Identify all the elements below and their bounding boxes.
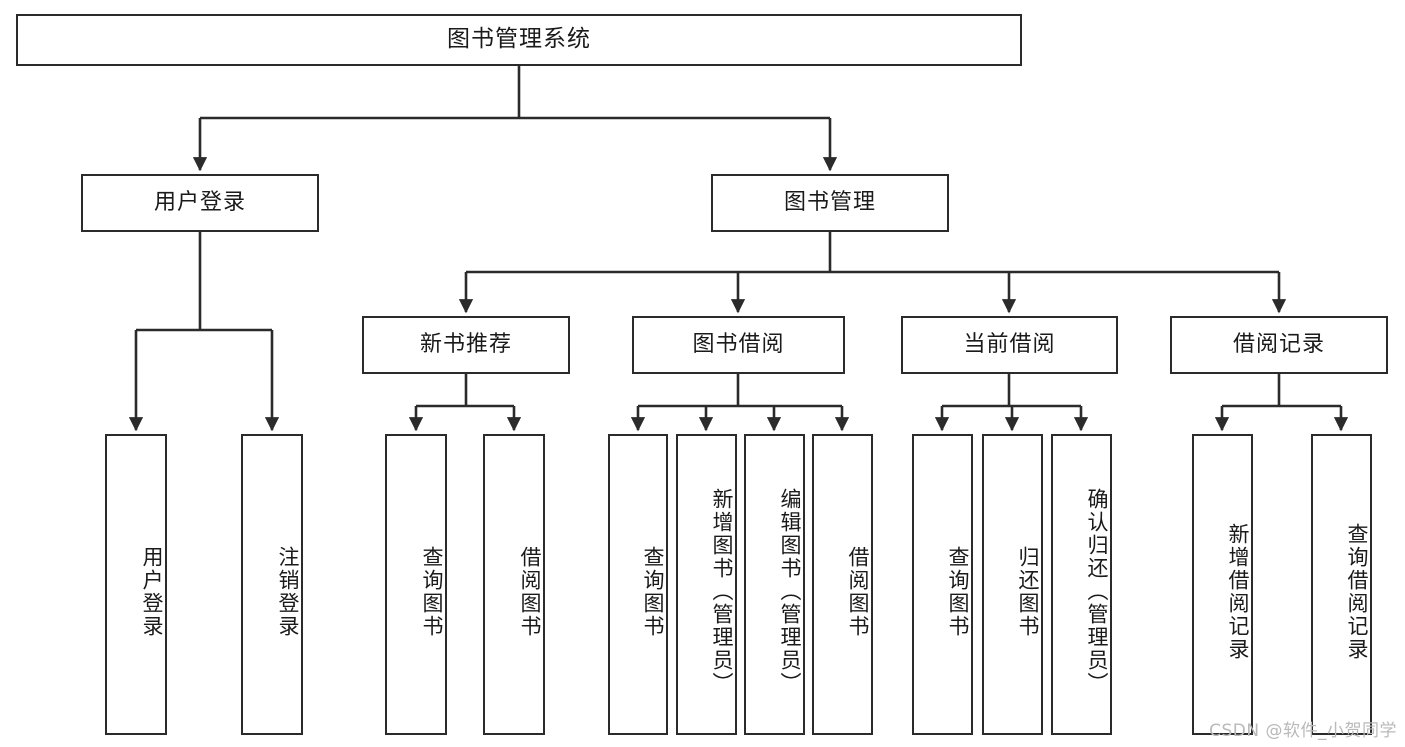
node-leaf-query-book-rec[interactable]: 查询图书 <box>385 434 447 735</box>
node-leaf-query-book-bor[interactable]: 查询图书 <box>608 434 668 735</box>
node-leaf-query-book-cur[interactable]: 查询图书 <box>912 434 973 735</box>
node-leaf-query-book-rec-label: 查询图书 <box>420 545 444 638</box>
node-current-borrow[interactable]: 当前借阅 <box>901 316 1118 374</box>
node-book-manage-label: 图书管理 <box>783 189 876 215</box>
node-leaf-add-book-admin[interactable]: 新增图书（管理员） <box>676 434 737 735</box>
node-leaf-borrow-book-rec-label: 借阅图书 <box>518 545 542 638</box>
node-leaf-edit-book-admin-label: 编辑图书（管理员） <box>778 488 802 695</box>
node-leaf-logout-label: 注销登录 <box>276 545 300 638</box>
node-leaf-add-book-admin-label: 新增图书（管理员） <box>710 488 734 695</box>
node-leaf-user-login[interactable]: 用户登录 <box>105 434 167 735</box>
node-leaf-edit-book-admin[interactable]: 编辑图书（管理员） <box>744 434 805 735</box>
node-root[interactable]: 图书管理系统 <box>16 14 1022 66</box>
csdn-watermark: CSDN @软件_小贺同学 <box>1209 721 1397 741</box>
node-leaf-add-borrow-record[interactable]: 新增借阅记录 <box>1192 434 1253 735</box>
node-leaf-logout[interactable]: 注销登录 <box>241 434 303 735</box>
node-leaf-query-borrow-record[interactable]: 查询借阅记录 <box>1311 434 1372 735</box>
node-book-borrow-label: 图书借阅 <box>692 331 785 357</box>
node-leaf-user-login-label: 用户登录 <box>140 545 164 638</box>
node-borrow-record-label: 借阅记录 <box>1232 331 1325 357</box>
node-leaf-confirm-return[interactable]: 确认归还（管理员） <box>1051 434 1112 735</box>
node-leaf-return-book-label: 归还图书 <box>1016 545 1040 638</box>
node-leaf-borrow-book-rec[interactable]: 借阅图书 <box>483 434 545 735</box>
node-root-label: 图书管理系统 <box>447 26 591 53</box>
node-book-manage[interactable]: 图书管理 <box>711 174 949 232</box>
node-user-login[interactable]: 用户登录 <box>81 174 319 232</box>
node-leaf-return-book[interactable]: 归还图书 <box>982 434 1043 735</box>
node-leaf-confirm-return-label: 确认归还（管理员） <box>1085 488 1109 695</box>
node-book-borrow[interactable]: 图书借阅 <box>632 316 845 374</box>
node-leaf-query-book-bor-label: 查询图书 <box>641 545 665 638</box>
node-borrow-record[interactable]: 借阅记录 <box>1170 316 1388 374</box>
node-user-login-label: 用户登录 <box>153 189 246 215</box>
node-leaf-query-book-cur-label: 查询图书 <box>946 545 970 638</box>
node-new-book-recommend-label: 新书推荐 <box>419 331 512 357</box>
node-leaf-borrow-book-bor-label: 借阅图书 <box>846 545 870 638</box>
node-leaf-query-borrow-record-label: 查询借阅记录 <box>1345 522 1369 661</box>
node-new-book-recommend[interactable]: 新书推荐 <box>362 316 570 374</box>
node-current-borrow-label: 当前借阅 <box>963 331 1056 357</box>
node-leaf-borrow-book-bor[interactable]: 借阅图书 <box>812 434 873 735</box>
node-leaf-add-borrow-record-label: 新增借阅记录 <box>1226 522 1250 661</box>
